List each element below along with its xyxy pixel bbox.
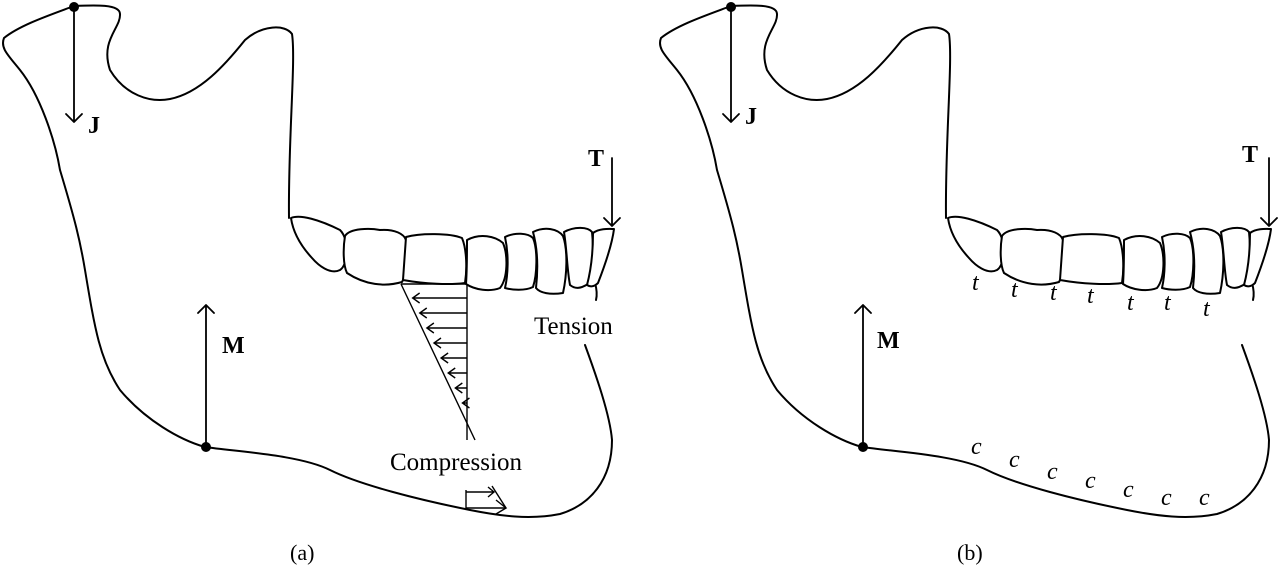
compression-mark: c: [1161, 485, 1172, 511]
tension-mark: t: [1050, 280, 1058, 306]
tension-mark: t: [1011, 277, 1019, 303]
compression-mark: c: [1199, 485, 1210, 511]
panel-caption-b: (b): [957, 540, 983, 565]
tooth-force-label-b: T: [1242, 142, 1258, 168]
compression-mark: c: [1085, 468, 1096, 494]
compression-stress-arrow: [425, 322, 467, 334]
compression-stress-arrow: [447, 367, 467, 379]
tension-mark: t: [1087, 283, 1095, 309]
compression-stress-arrow: [461, 397, 470, 409]
compression-stress-arrow: [418, 307, 467, 319]
compression-marks: c c c c c c c: [971, 434, 1210, 511]
tension-mark: t: [1203, 296, 1211, 322]
tension-mark: t: [1164, 290, 1172, 316]
panel-b: J T M t t t t t t t c c c c c c c (b): [658, 1, 1278, 565]
joint-force-label-b: J: [745, 104, 757, 130]
tension-marks: t t t t t t t: [972, 270, 1211, 322]
tension-mark: t: [972, 270, 980, 296]
compression-mark: c: [1123, 477, 1134, 503]
mandible-outline-a: [1, 1, 622, 518]
muscle-force-label-a: M: [222, 333, 245, 359]
panel-caption-a: (a): [290, 540, 314, 565]
tooth-force-label-a: T: [588, 146, 604, 172]
panel-a: J T M Tension Compression (a): [1, 1, 622, 565]
muscle-force-label-b: M: [877, 328, 900, 354]
mandible-outline-b: [658, 1, 1278, 518]
compression-mark: c: [1047, 459, 1058, 485]
compression-stress-arrow: [411, 292, 467, 304]
tension-label: Tension: [534, 313, 613, 340]
compression-stress-distribution: [400, 283, 476, 441]
compression-mark: c: [971, 434, 982, 460]
compression-label: Compression: [390, 449, 522, 476]
compression-stress-arrow: [439, 352, 467, 364]
tension-mark: t: [1127, 290, 1135, 316]
compression-stress-arrow: [432, 337, 467, 349]
compression-stress-arrow: [454, 382, 467, 394]
compression-mark: c: [1009, 447, 1020, 473]
tension-stress-arrows: [465, 485, 508, 515]
joint-force-label-a: J: [88, 113, 100, 139]
